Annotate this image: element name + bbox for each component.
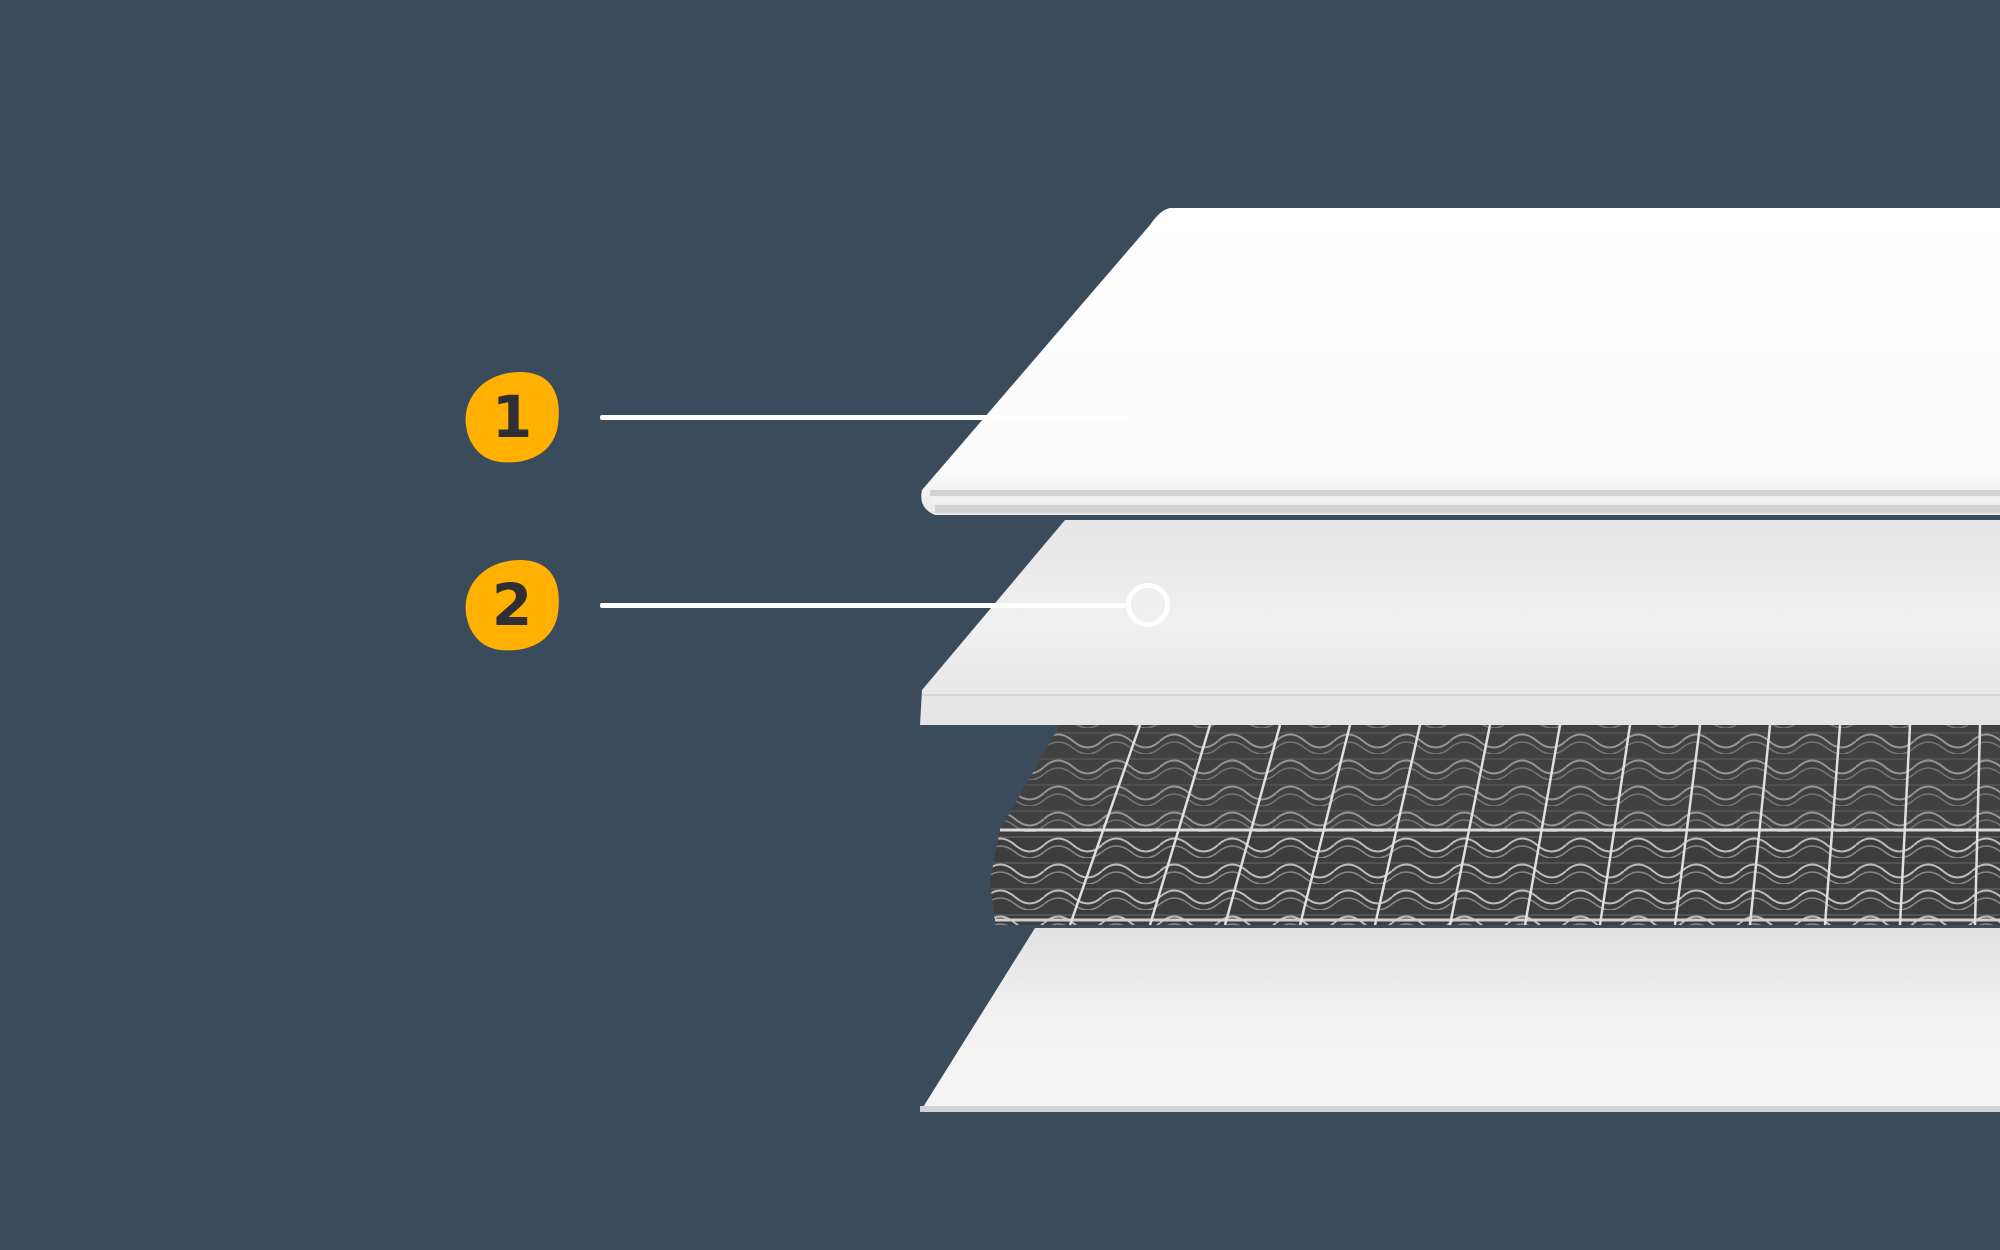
callout-2: 2 — [464, 559, 560, 651]
callout-2-leader-line — [600, 603, 1126, 608]
base-layer — [920, 928, 2000, 1112]
callout-1-marker-circle — [1126, 395, 1170, 439]
callout-number-1: 1 — [491, 383, 533, 451]
pillow-top-comfort-layer — [921, 208, 2000, 515]
spring-coil-layer — [990, 724, 2000, 926]
callout-1-leader-line — [600, 415, 1126, 420]
foam-layer — [920, 520, 2000, 725]
callout-2-marker-circle — [1126, 583, 1170, 627]
callout-1: 1 — [464, 371, 560, 463]
callout-badge-2 — [465, 560, 559, 651]
callout-number-2: 2 — [491, 571, 533, 639]
callout-badge-1 — [465, 372, 559, 463]
